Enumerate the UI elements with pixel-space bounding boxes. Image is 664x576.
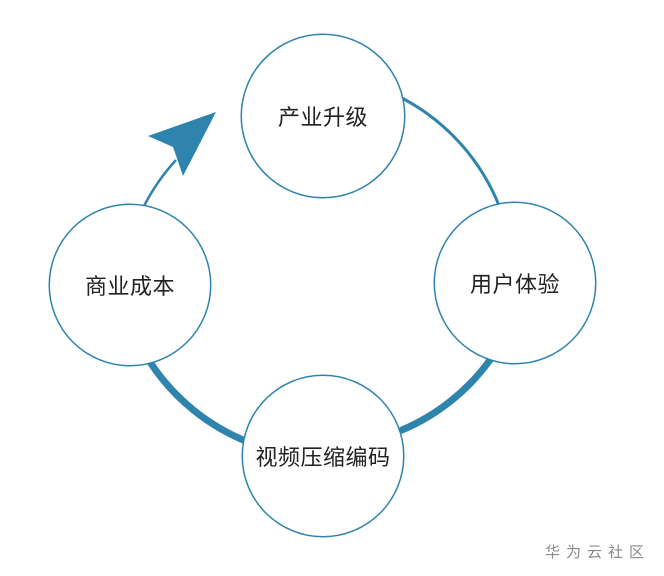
node-label-business-cost: 商业成本 <box>50 205 210 365</box>
node-label-user-experience: 用户体验 <box>435 203 595 363</box>
node-label-video-compression: 视频压缩编码 <box>243 376 403 536</box>
node-text: 商业成本 <box>84 275 175 300</box>
node-label-industry-upgrade: 产业升级 <box>242 35 404 197</box>
cycle-arrow-icon <box>148 112 216 176</box>
cycle-arc-top-left <box>142 159 177 207</box>
watermark: 华为云社区 <box>544 543 650 561</box>
node-text: 用户体验 <box>469 273 560 298</box>
node-text: 视频压缩编码 <box>255 446 391 471</box>
node-text: 产业升级 <box>277 106 368 131</box>
cycle-arc-top-right <box>401 96 502 209</box>
cycle-arc-bottom-left <box>146 358 252 446</box>
cycle-arc-bottom-right <box>398 356 494 434</box>
